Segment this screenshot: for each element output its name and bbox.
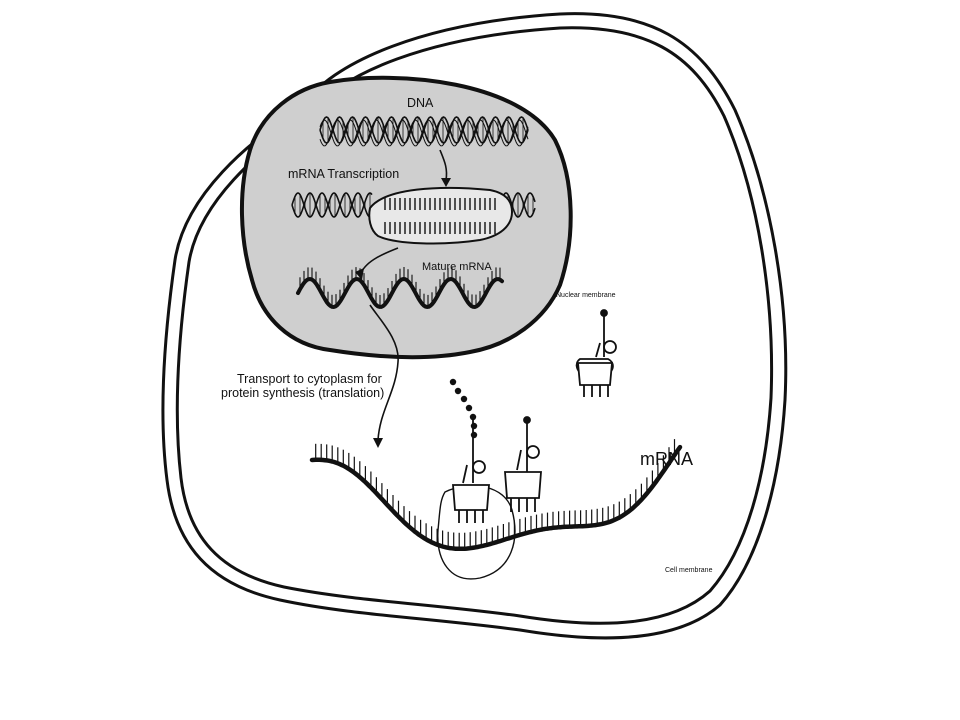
label-mrna-transcription: mRNA Transcription <box>288 167 399 181</box>
label-transport-line-1: Transport to cytoplasm for <box>237 372 382 386</box>
transcription-bubble <box>368 186 514 245</box>
label-mrna: mRNA <box>640 449 693 469</box>
transcription-strand-b <box>499 192 536 218</box>
cytoplasm-mrna-rungs <box>315 439 676 549</box>
transcription-rungs <box>384 198 496 234</box>
arrow-dna-to-transcription <box>439 149 448 181</box>
transport-arrow-head <box>373 438 383 448</box>
dna-strand-b <box>319 116 529 144</box>
mature-mrna-strand <box>296 276 504 310</box>
transcription-strand-a <box>291 192 373 218</box>
arrow-head-1 <box>441 178 451 187</box>
transcription-strand-b <box>291 192 373 218</box>
transport-arrow <box>369 304 399 441</box>
dna-strand-b-inner <box>319 119 529 147</box>
label-nuclear-membrane: Nuclear membrane <box>556 292 616 299</box>
label-cell-membrane: Cell membrane <box>665 567 713 574</box>
cytoplasm-mrna-strand <box>309 444 683 552</box>
trna-on-ribosome-1 <box>452 417 490 523</box>
label-mature-mrna: Mature mRNA <box>422 261 492 273</box>
trna-free <box>575 309 617 397</box>
dna-helix <box>319 116 529 147</box>
ribosome-outline <box>437 485 516 580</box>
cell-membrane <box>161 12 788 640</box>
label-transport-line-2: protein synthesis (translation) <box>221 386 384 400</box>
polypeptide-chain <box>449 378 478 439</box>
trna-on-ribosome-2 <box>504 416 542 512</box>
label-dna: DNA <box>407 96 434 110</box>
